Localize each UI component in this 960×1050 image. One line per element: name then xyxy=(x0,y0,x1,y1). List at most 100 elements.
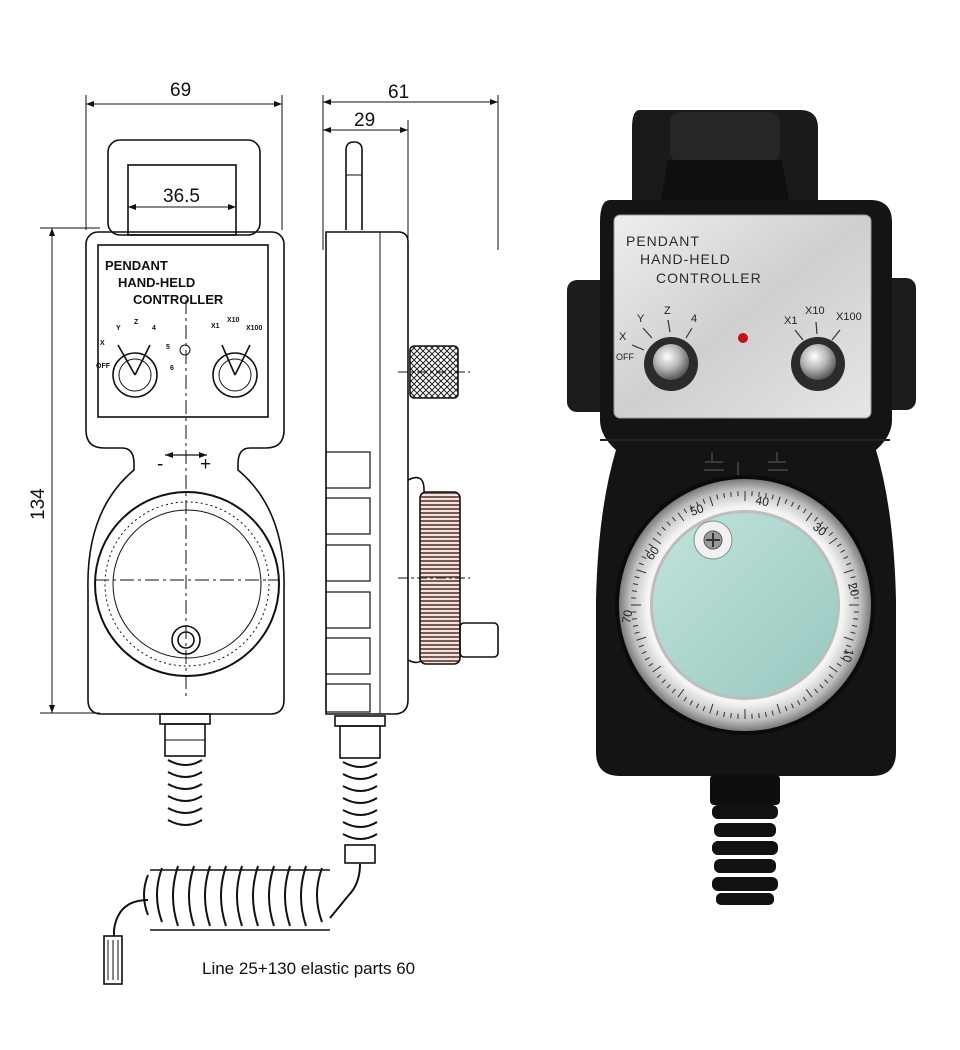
side-view-drawing xyxy=(103,95,499,985)
dial-tick xyxy=(814,688,819,694)
dial-tick xyxy=(802,508,807,514)
dial-tick xyxy=(764,711,767,718)
dial-tick xyxy=(666,684,671,689)
dial-tick xyxy=(824,679,829,684)
dimension-overall-width: 69 xyxy=(170,80,191,101)
photo-plate-line2: HAND-HELD xyxy=(640,251,731,267)
dial-tick xyxy=(771,494,774,500)
product-photo: PENDANT HAND-HELD CONTROLLER X Y Z 4 OFF… xyxy=(567,110,916,905)
dial-number-70: 70 xyxy=(619,609,635,625)
drawing-axis-4: 4 xyxy=(152,325,156,332)
dial-tick xyxy=(671,688,676,694)
dial-tick xyxy=(776,496,781,507)
dial-tick xyxy=(819,521,824,526)
dial-tick xyxy=(634,631,640,634)
dial-tick xyxy=(790,703,794,709)
dial-tick xyxy=(631,618,637,620)
dial-tick xyxy=(641,650,647,654)
dial-tick xyxy=(689,700,693,706)
drawing-axis-off: OFF xyxy=(96,363,111,370)
dial-tick xyxy=(828,665,838,673)
dial-tick xyxy=(840,549,846,553)
cable-spec-caption: Line 25+130 elastic parts 60 xyxy=(202,959,415,978)
photo-step-x100: X100 xyxy=(836,311,862,323)
handwheel-ticks xyxy=(631,491,859,719)
photo-axis-off: OFF xyxy=(616,352,634,362)
dial-tick xyxy=(784,706,788,712)
dial-tick xyxy=(784,498,788,504)
dial-tick xyxy=(656,531,662,536)
drawing-step-x100: X100 xyxy=(246,325,262,332)
dial-tick xyxy=(797,700,801,706)
photo-axis-x: X xyxy=(619,331,627,343)
dial-tick xyxy=(683,508,688,514)
dial-tick xyxy=(805,688,813,698)
drawing-plate-line2: HAND-HELD xyxy=(118,275,195,290)
dial-tick xyxy=(723,492,726,499)
photo-plate-line3: CONTROLLER xyxy=(656,270,762,286)
drawing-step-x10: X10 xyxy=(227,317,240,324)
photo-axis-z: Z xyxy=(664,305,671,317)
drawing-step-x1: X1 xyxy=(211,323,220,330)
drawing-plus-sign: + xyxy=(200,454,211,475)
front-view-drawing xyxy=(40,95,285,826)
dial-tick xyxy=(634,576,640,579)
dial-number-20: 20 xyxy=(845,581,862,598)
dial-tick xyxy=(771,710,774,716)
photo-step-x1: X1 xyxy=(784,315,797,327)
dial-tick xyxy=(853,618,859,620)
drawing-axis-y: Y xyxy=(116,325,121,332)
dial-tick xyxy=(677,688,685,698)
dial-tick xyxy=(716,710,719,716)
dial-number-40: 40 xyxy=(754,493,770,509)
dial-tick xyxy=(790,501,794,507)
dial-tick xyxy=(702,498,706,504)
dial-tick xyxy=(638,644,644,648)
dial-tick xyxy=(652,537,662,545)
dial-tick xyxy=(840,657,846,661)
dial-tick xyxy=(851,624,858,627)
dial-tick xyxy=(802,696,807,702)
drawing-axis-5: 5 xyxy=(166,344,170,351)
dial-tick xyxy=(631,590,637,592)
dial-tick xyxy=(843,650,849,654)
dial-tick xyxy=(758,713,760,719)
dial-tick xyxy=(648,662,654,667)
dial-tick xyxy=(836,543,842,548)
dial-tick xyxy=(661,679,666,684)
photo-axis-y: Y xyxy=(637,313,645,325)
dial-tick xyxy=(632,583,639,586)
dial-tick xyxy=(828,537,838,545)
drawing-plate-line1: PENDANT xyxy=(105,258,168,273)
drawing-plate-line3: CONTROLLER xyxy=(133,292,224,307)
status-led xyxy=(738,333,748,343)
dial-tick xyxy=(836,662,842,667)
dial-tick xyxy=(846,562,852,566)
axis-knob-cap xyxy=(653,344,689,380)
dial-tick xyxy=(843,569,854,574)
dial-tick xyxy=(819,684,824,689)
dial-tick xyxy=(644,657,650,661)
dial-tick xyxy=(677,512,685,522)
dial-tick xyxy=(702,706,706,712)
dial-tick xyxy=(846,644,852,648)
dimension-side-depth: 61 xyxy=(388,82,409,103)
dial-tick xyxy=(850,631,856,634)
dial-tick xyxy=(730,491,732,497)
dial-tick xyxy=(843,556,849,560)
dial-tick xyxy=(648,543,654,548)
drawing-axis-x: X xyxy=(100,340,105,347)
dial-tick xyxy=(828,674,834,679)
dial-number-50: 50 xyxy=(688,501,706,519)
dial-tick xyxy=(764,492,767,499)
handwheel-face xyxy=(653,513,837,697)
dial-tick xyxy=(824,526,829,531)
step-knob-cap xyxy=(800,344,836,380)
dial-tick xyxy=(776,703,781,714)
dial-tick xyxy=(683,696,688,702)
dial-tick xyxy=(644,549,650,553)
dial-tick xyxy=(641,556,647,560)
dial-tick xyxy=(696,501,700,507)
